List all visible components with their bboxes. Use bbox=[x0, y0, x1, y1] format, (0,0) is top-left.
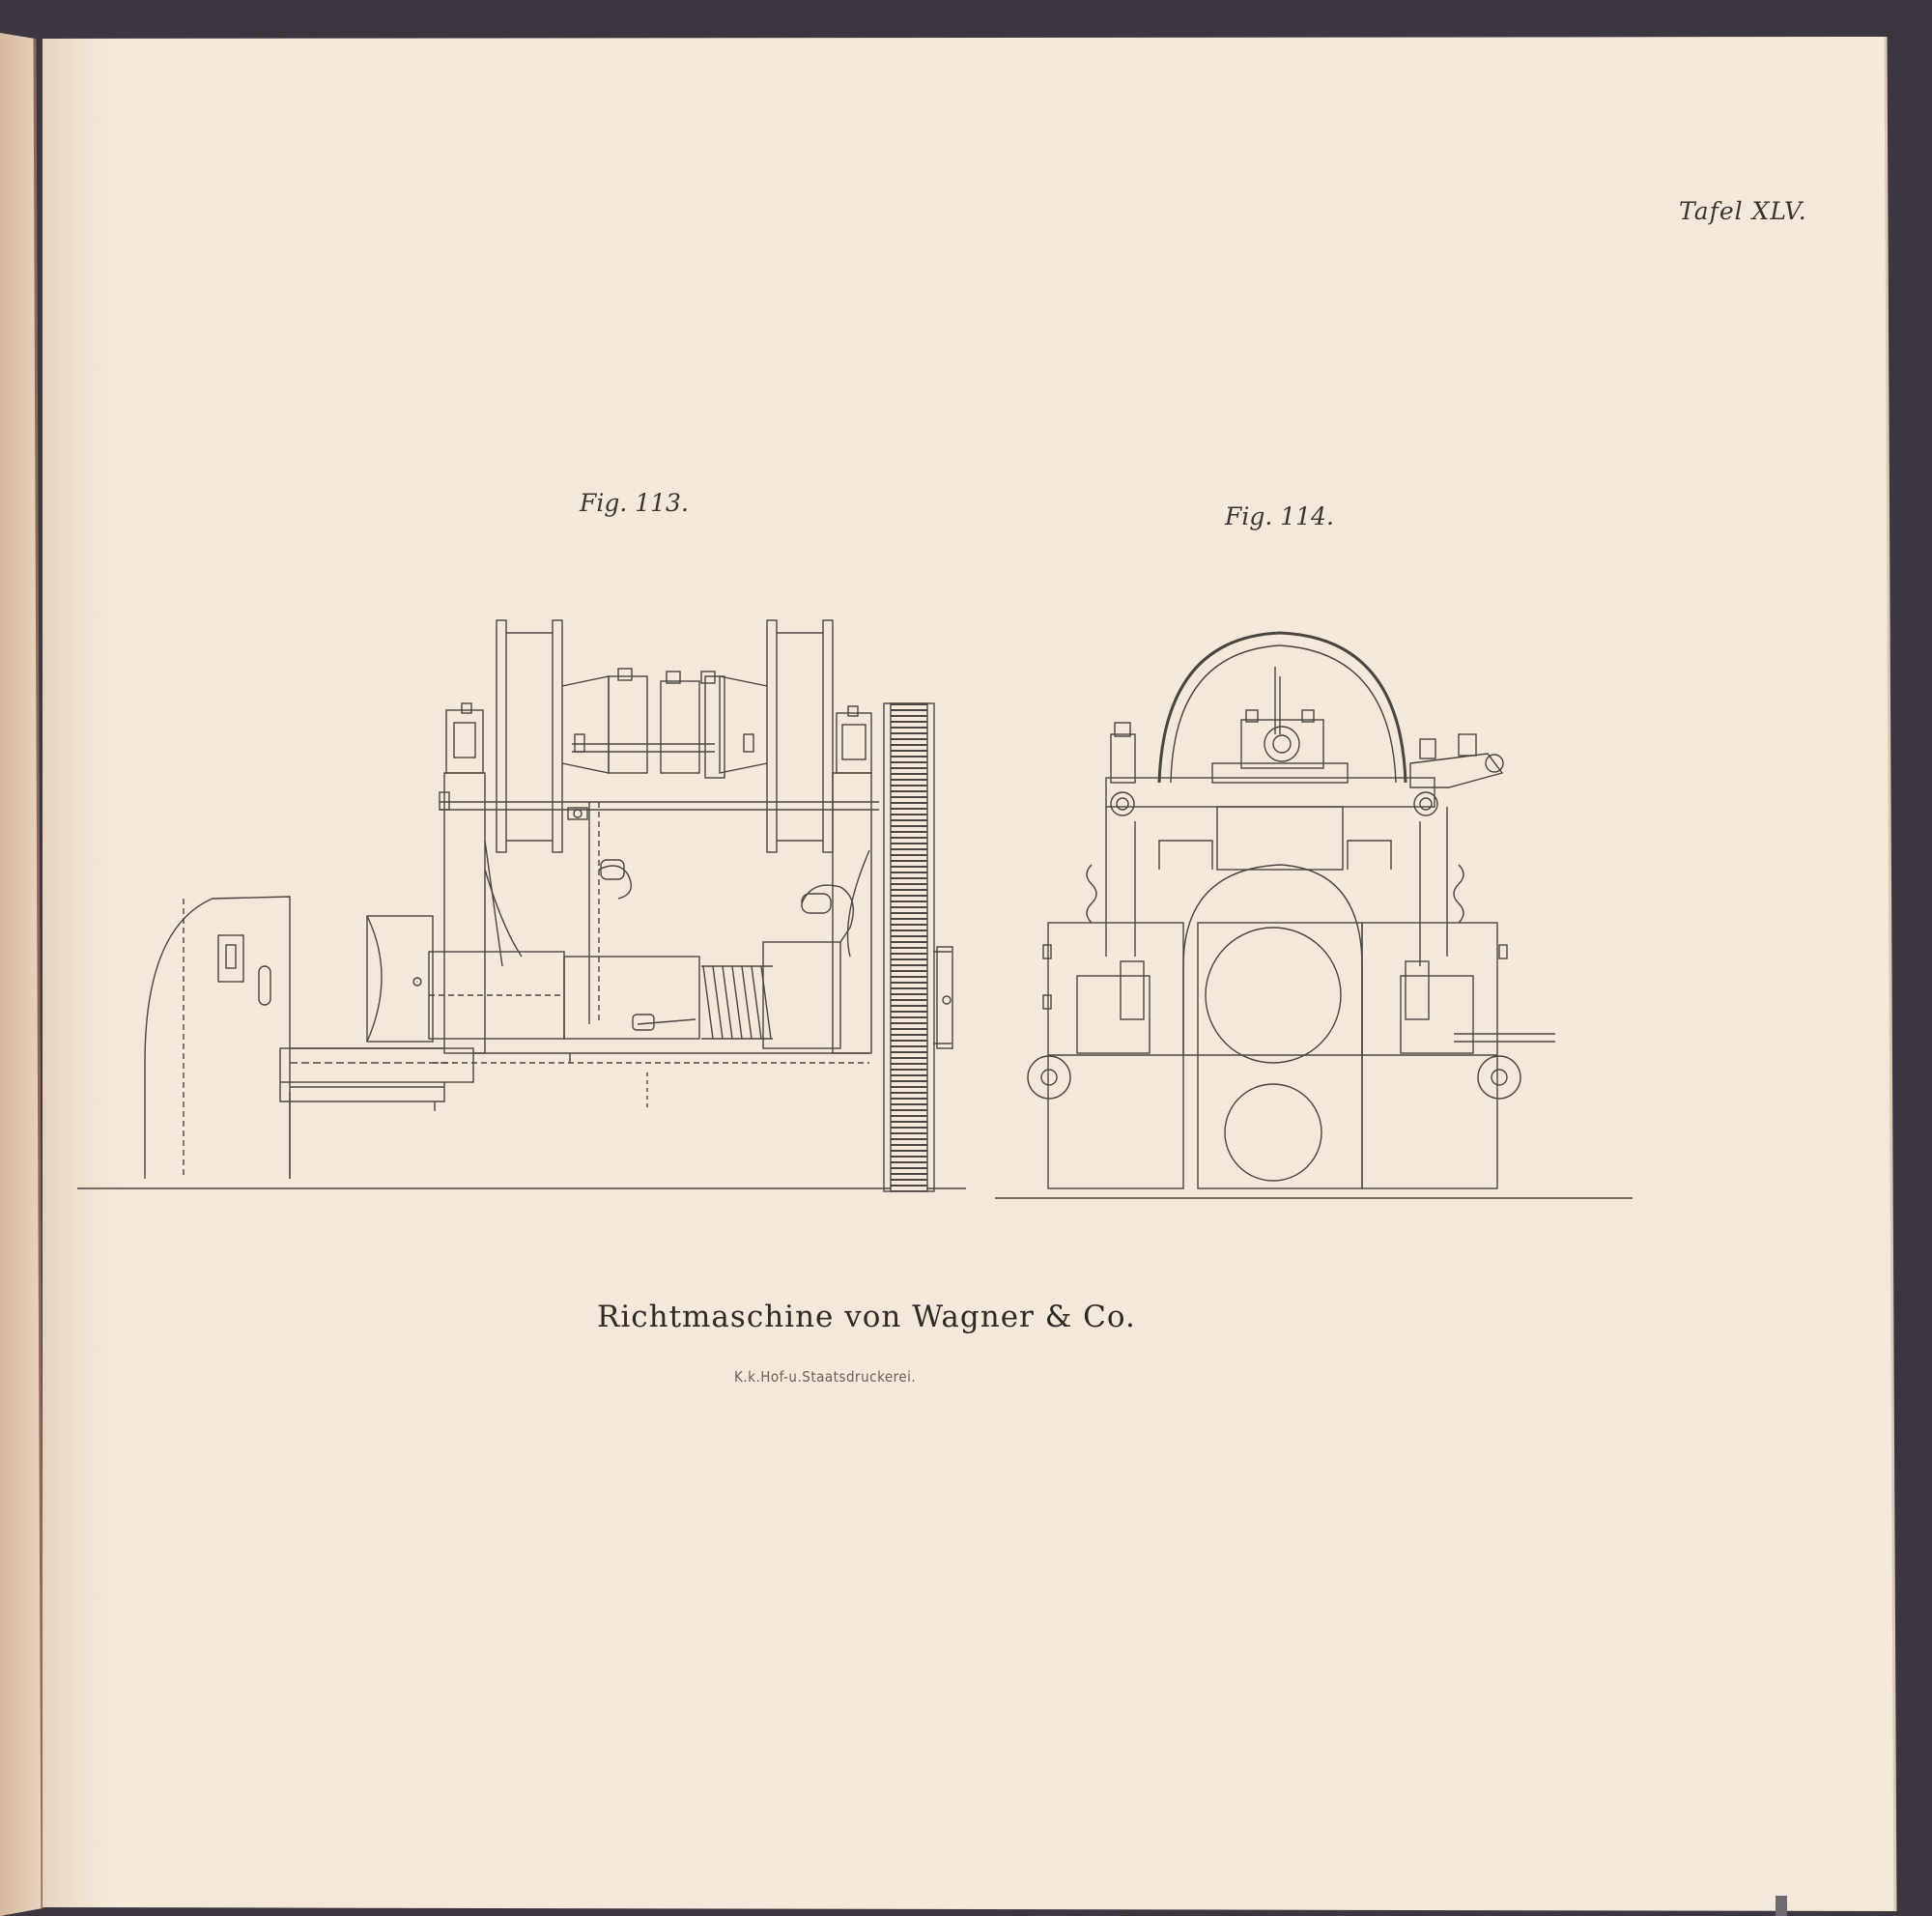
figure-label-113: Fig. 113. bbox=[580, 489, 689, 517]
bookmark-ribbon bbox=[1776, 1896, 1787, 1916]
left-page-edge bbox=[0, 33, 43, 1916]
paper-page bbox=[43, 37, 1895, 1911]
upper-roll bbox=[1205, 927, 1342, 1064]
engineering-drawings bbox=[77, 619, 1633, 1199]
fig-113-side-view bbox=[77, 619, 966, 1192]
printer-imprint: K.k.Hof-u.Staatsdruckerei. bbox=[734, 1368, 917, 1386]
figure-label-114: Fig. 114. bbox=[1225, 502, 1334, 530]
plate-title: Richtmaschine von Wagner & Co. bbox=[597, 1300, 1136, 1334]
plate-number: Tafel XLV. bbox=[1679, 197, 1807, 225]
fig-114-end-view bbox=[995, 631, 1633, 1199]
spring-coils bbox=[701, 965, 773, 1040]
drive-gear bbox=[883, 702, 935, 1192]
lower-roll bbox=[1224, 1083, 1322, 1182]
